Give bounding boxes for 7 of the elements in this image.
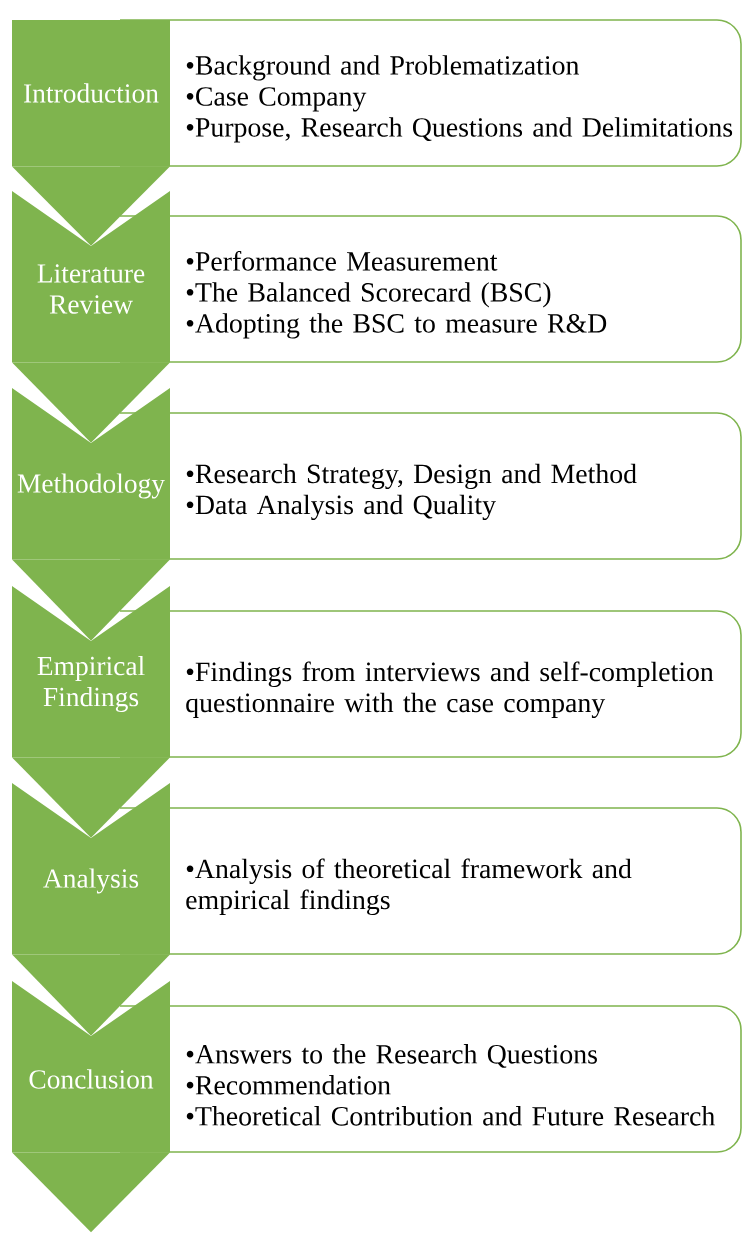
- chevron-band: Introduction: [12, 20, 170, 166]
- arrow-tip: [11, 757, 171, 838]
- arrow-tip: [11, 1152, 171, 1233]
- arrow-tip: [11, 559, 171, 641]
- arrow-tip: [11, 166, 171, 246]
- arrow-tip: [11, 954, 171, 1036]
- arrow-tip: [11, 362, 171, 443]
